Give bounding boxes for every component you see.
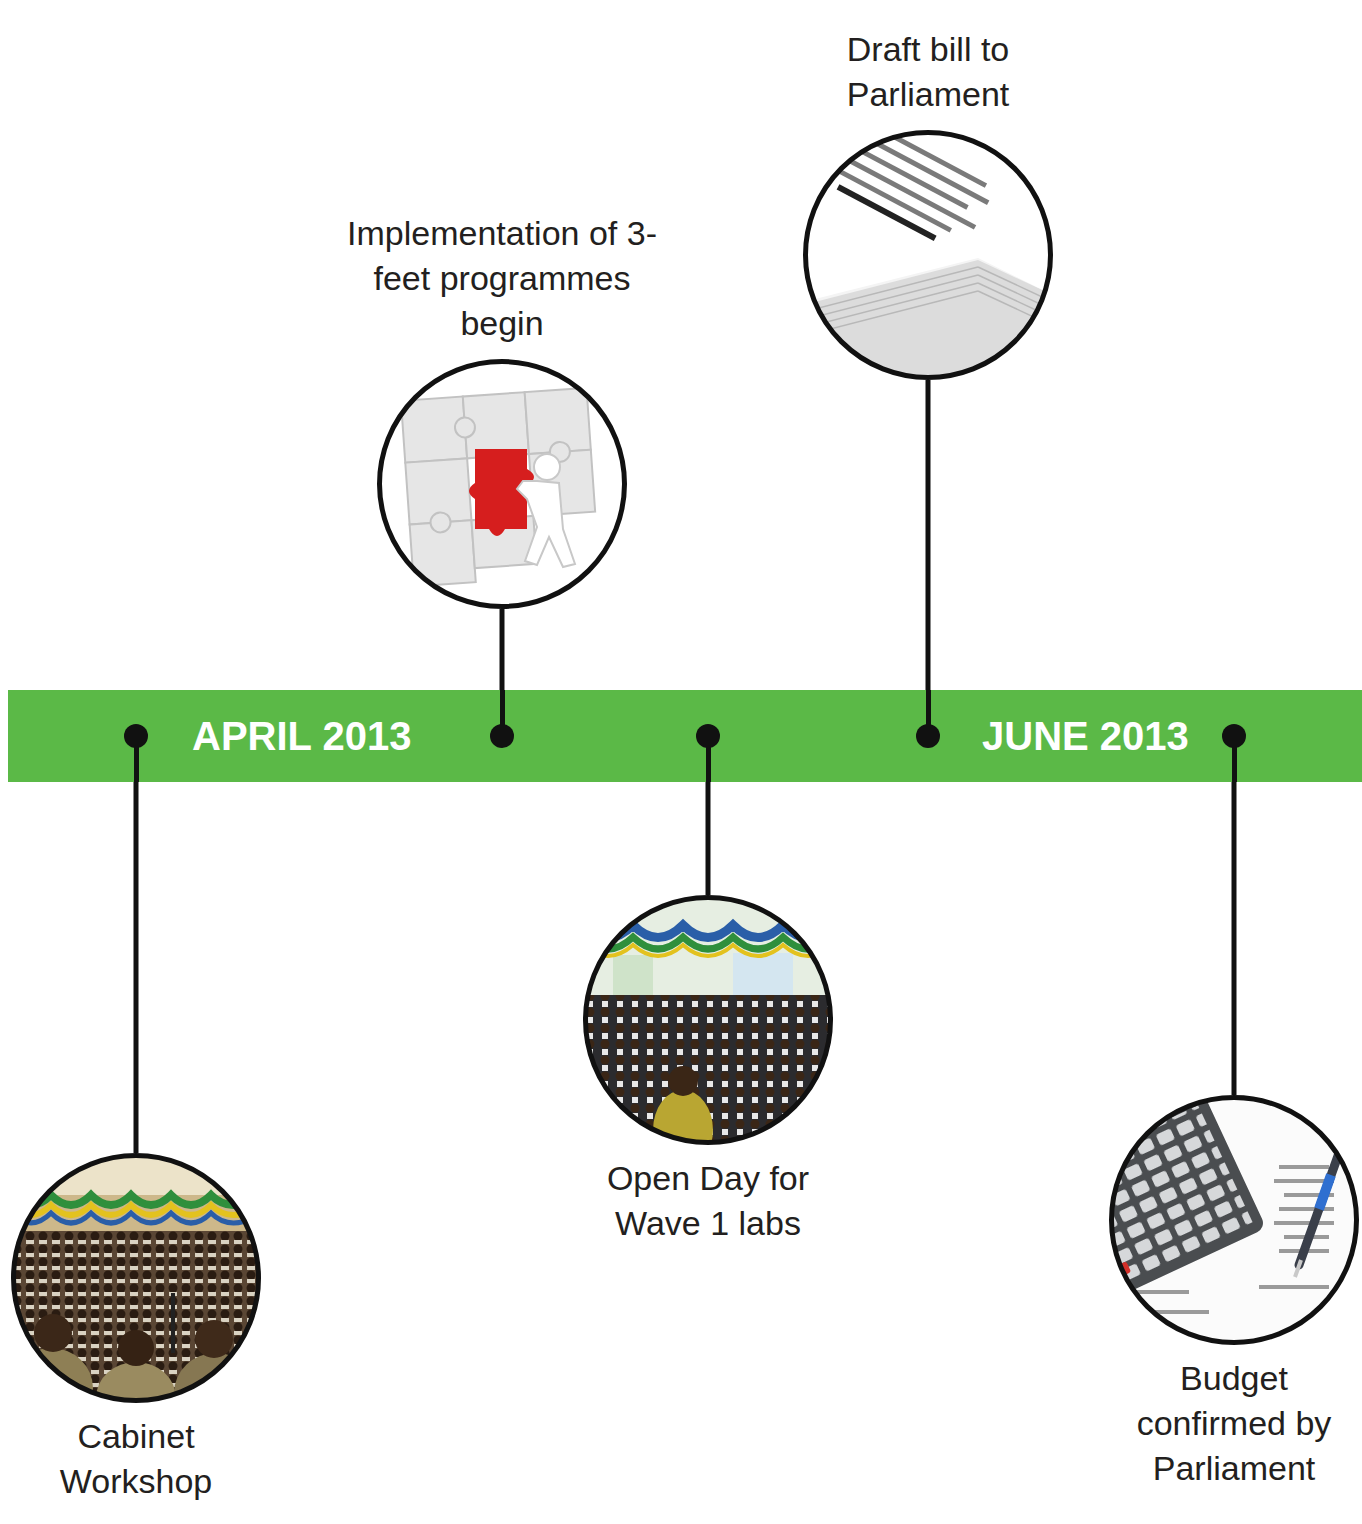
figure-line: [1129, 1290, 1189, 1294]
print-lines: [810, 108, 996, 255]
figure-line: [1274, 1221, 1334, 1225]
timeline-connector: [1232, 782, 1237, 1095]
milestone-caption: Implementation of 3-feet programmes begi…: [337, 211, 667, 346]
front-person: [9, 1348, 93, 1428]
print-line: [833, 150, 977, 230]
milestone-caption-box: Draft bill to Parliament: [798, 27, 1058, 117]
open-day-photo: [583, 895, 833, 1170]
print-line: [837, 184, 937, 241]
milestone-caption: Draft bill to Parliament: [798, 27, 1058, 117]
figure-line: [1129, 1310, 1209, 1314]
print-line: [852, 113, 987, 188]
milestone-caption: Open Day for Wave 1 labs: [588, 1156, 828, 1246]
sheet-edge: [803, 291, 978, 336]
figure-line: [1259, 1285, 1329, 1289]
room-wall: [11, 1153, 261, 1403]
timeline-stem: [926, 690, 931, 736]
puzzle-picture: [377, 359, 627, 609]
date-label: APRIL 2013: [192, 713, 411, 759]
milestone-circle: Draft bill to Parliament: [803, 130, 1053, 380]
drape-green: [583, 937, 833, 949]
date-label: JUNE 2013: [982, 713, 1189, 759]
milestone-circle: Implementation of 3-feet programmes begi…: [377, 359, 627, 609]
pen-band: [1319, 1175, 1331, 1209]
hall: [583, 895, 833, 1145]
milestone-caption-box: Budget confirmed by Parliament: [1119, 1356, 1349, 1491]
timeline-band: APRIL 2013 JUNE 2013: [8, 690, 1362, 782]
sheet-edge: [978, 291, 1053, 326]
paper-ground: [803, 130, 1053, 380]
figure-body: [517, 481, 575, 567]
milestone-circle: Open Day for Wave 1 labs: [583, 895, 833, 1145]
milestone-caption: Cabinet Workshop: [31, 1414, 241, 1504]
timeline-connector: [926, 380, 931, 690]
timeline-stem: [706, 736, 711, 782]
calculator-keys: [1062, 1105, 1253, 1286]
date-slot: JUNE 2013: [982, 690, 1189, 782]
timeline-connector: [134, 782, 139, 1153]
drape-yellow: [583, 945, 833, 956]
calculator-case: [1049, 1092, 1266, 1300]
puzzle-ground: [377, 359, 627, 609]
milestone-circle: Cabinet Workshop: [11, 1153, 261, 1403]
pen: [1299, 1125, 1349, 1265]
print-line: [835, 167, 952, 232]
drape-blue: [583, 925, 833, 938]
visitor-head: [668, 1066, 698, 1096]
timeline-stem: [1232, 736, 1237, 782]
tripod: [171, 1293, 175, 1353]
puzzle-knob: [430, 512, 451, 533]
puzzle-knob: [454, 417, 475, 438]
figure-line: [1279, 1165, 1329, 1169]
paper-stack-picture: [803, 108, 1053, 380]
milestone-caption: Budget confirmed by Parliament: [1119, 1356, 1349, 1491]
calculator-picture: [1049, 1092, 1359, 1345]
workshop-photo: [9, 1153, 261, 1434]
figure-line: [1279, 1207, 1334, 1211]
visitor: [653, 1090, 713, 1170]
drape-blue: [11, 1213, 261, 1223]
pen-tip: [1295, 1260, 1301, 1277]
timeline-stem: [500, 690, 505, 736]
timeline-connector: [500, 609, 505, 690]
calculator-body: [1049, 1092, 1266, 1300]
puzzle-grid: [401, 388, 600, 587]
red-key: [1112, 1261, 1132, 1279]
hand: [1324, 1095, 1359, 1155]
front-head: [118, 1330, 154, 1366]
milestone-caption-box: Open Day for Wave 1 labs: [588, 1156, 828, 1246]
ceiling: [11, 1153, 261, 1195]
milestone-caption-box: Implementation of 3-feet programmes begi…: [337, 211, 667, 346]
figure-head: [534, 454, 560, 480]
front-head: [34, 1314, 72, 1352]
front-head: [195, 1320, 233, 1358]
milestone-caption-box: Cabinet Workshop: [31, 1414, 241, 1504]
date-slot: APRIL 2013: [192, 690, 411, 782]
timeline-connector: [706, 782, 711, 895]
timeline-stem: [134, 736, 139, 782]
milestone-circle: Budget confirmed by Parliament: [1109, 1095, 1359, 1345]
